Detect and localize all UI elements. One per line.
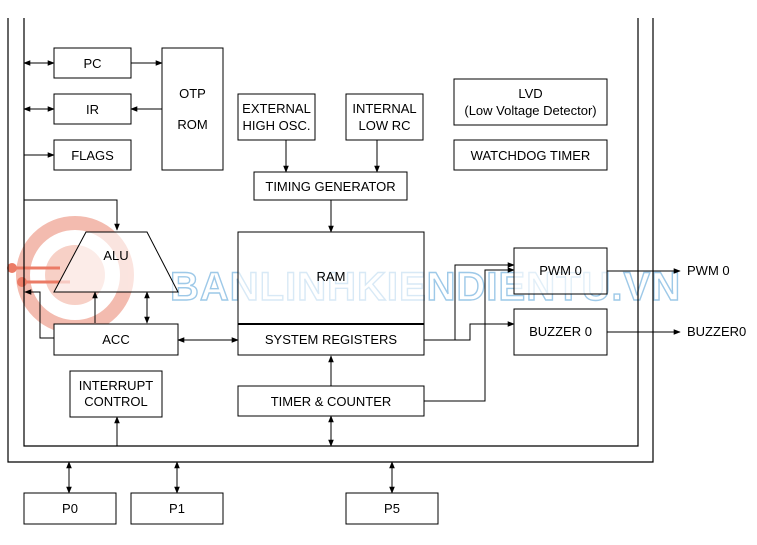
- ram-label: RAM: [317, 269, 346, 284]
- port-p0-label: P0: [62, 501, 78, 516]
- ext-osc-line2: HIGH OSC.: [243, 118, 311, 133]
- pc-block: PC: [53, 47, 132, 79]
- otp-rom-block: OTP ROM: [161, 47, 224, 171]
- port-p5-block: P5: [345, 492, 439, 525]
- connections: [23, 60, 681, 494]
- alu-block: ALU: [53, 231, 179, 293]
- interrupt-line2: CONTROL: [84, 394, 148, 409]
- port-p0-block: P0: [23, 492, 117, 525]
- internal-low-rc-block: INTERNAL LOW RC: [345, 93, 424, 141]
- rom-label: ROM: [177, 117, 207, 132]
- acc-label: ACC: [102, 332, 129, 347]
- port-p1-block: P1: [130, 492, 224, 525]
- buzzer0-output-label: BUZZER0: [687, 324, 746, 339]
- ir-block: IR: [53, 93, 132, 125]
- pwm0-label: PWM 0: [539, 263, 582, 278]
- flags-label: FLAGS: [71, 148, 114, 163]
- acc-block: ACC: [53, 323, 179, 356]
- pwm0-block: PWM 0: [513, 247, 608, 295]
- chip-outline: [7, 18, 654, 463]
- alu-label: ALU: [103, 248, 128, 263]
- lvd-line1: LVD: [518, 86, 542, 101]
- flags-block: FLAGS: [53, 139, 132, 171]
- ir-label: IR: [86, 102, 99, 117]
- external-high-osc-block: EXTERNAL HIGH OSC.: [237, 93, 316, 141]
- timer-counter-block: TIMER & COUNTER: [237, 385, 425, 417]
- interrupt-control-block: INTERRUPT CONTROL: [69, 370, 163, 418]
- int-rc-line2: LOW RC: [359, 118, 411, 133]
- otp-label: OTP: [179, 86, 206, 101]
- watchdog-timer-block: WATCHDOG TIMER: [453, 139, 608, 171]
- lvd-line2: (Low Voltage Detector): [464, 103, 596, 118]
- ram-block: RAM: [237, 231, 425, 325]
- port-p5-label: P5: [384, 501, 400, 516]
- lvd-block: LVD (Low Voltage Detector): [453, 78, 608, 126]
- port-p1-label: P1: [169, 501, 185, 516]
- timing-generator-label: TIMING GENERATOR: [265, 179, 395, 194]
- system-registers-block: SYSTEM REGISTERS: [237, 323, 425, 356]
- buzzer0-label: BUZZER 0: [529, 324, 592, 339]
- buzzer0-block: BUZZER 0: [513, 308, 608, 356]
- interrupt-line1: INTERRUPT: [79, 378, 153, 393]
- timing-generator-block: TIMING GENERATOR: [253, 171, 408, 201]
- ext-osc-line1: EXTERNAL: [242, 101, 311, 116]
- pwm0-output-label: PWM 0: [687, 263, 730, 278]
- int-rc-line1: INTERNAL: [352, 101, 416, 116]
- watchdog-label: WATCHDOG TIMER: [471, 148, 591, 163]
- timer-counter-label: TIMER & COUNTER: [271, 394, 392, 409]
- pc-label: PC: [83, 56, 101, 71]
- system-registers-label: SYSTEM REGISTERS: [265, 332, 398, 347]
